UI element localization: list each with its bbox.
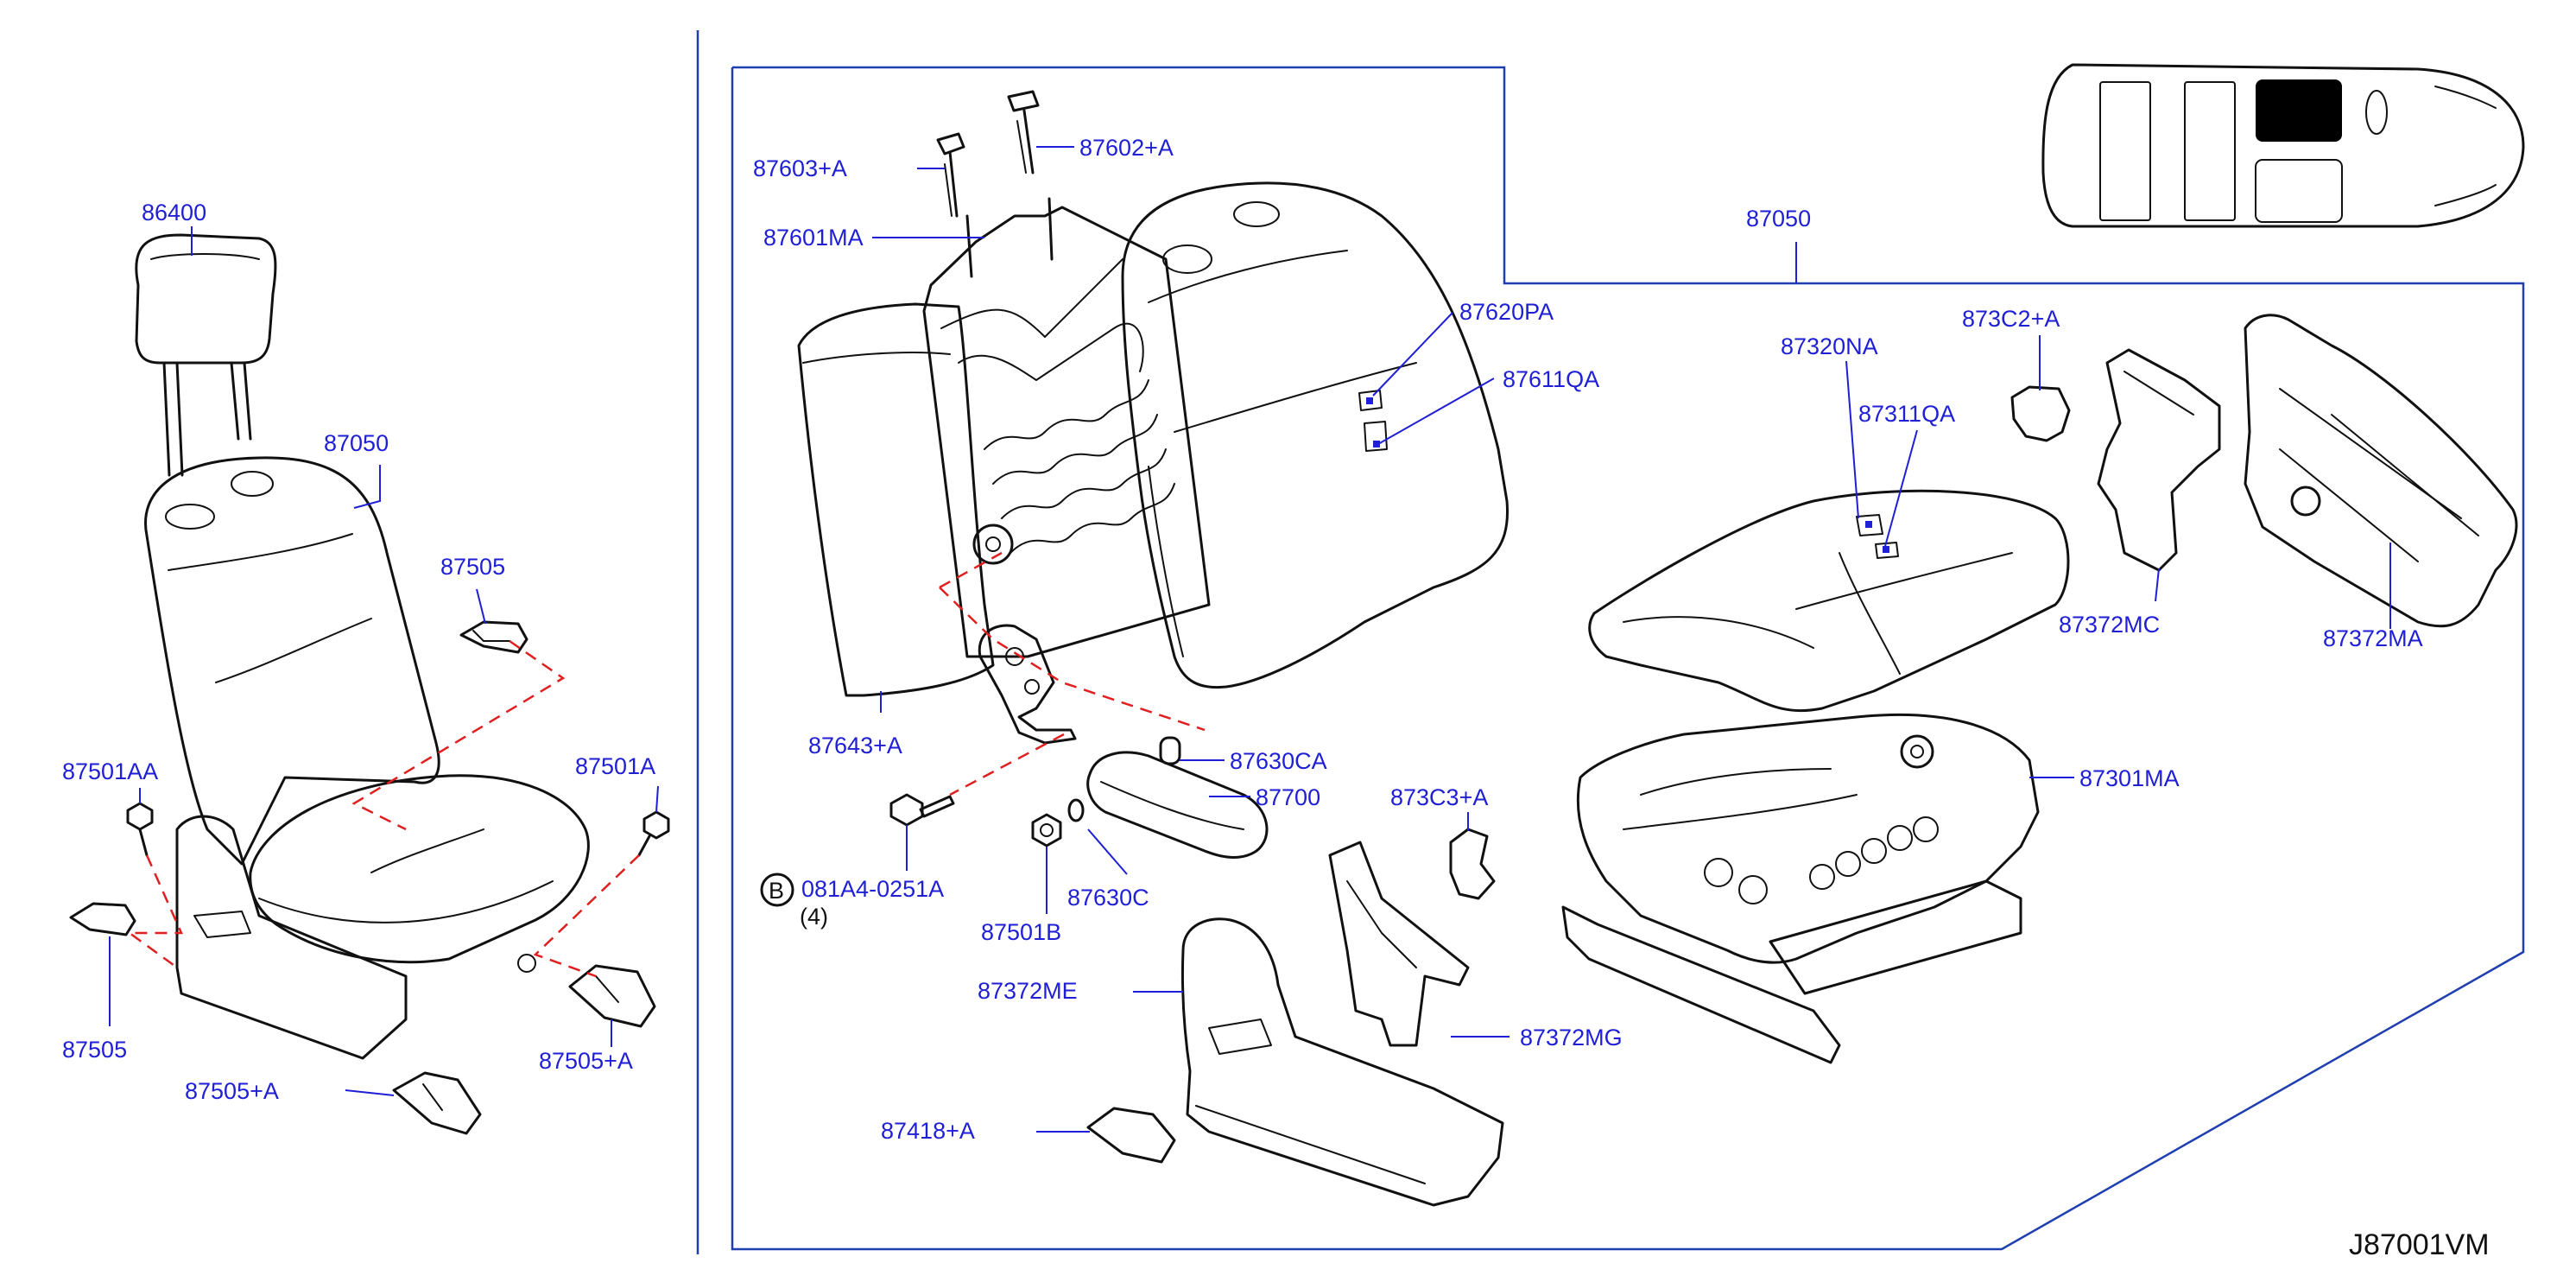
- clip-87320NA-tab[interactable]: [1856, 514, 1883, 536]
- bolt-87501A[interactable]: [637, 810, 670, 857]
- label-87301MA[interactable]: 87301MA: [2079, 765, 2180, 791]
- diagram-code: J87001VM: [2349, 1228, 2490, 1261]
- seat-frame-87301MA[interactable]: [1561, 714, 2040, 1064]
- label-86400[interactable]: 86400: [142, 200, 206, 225]
- highlighted-seat-marker: [2256, 79, 2342, 142]
- clip-87505A-bottom[interactable]: [392, 1071, 482, 1135]
- assembly-87050-frame: [731, 66, 2525, 1251]
- pin-87603A[interactable]: [936, 132, 965, 218]
- label-87311QA[interactable]: 87311QA: [1858, 401, 1955, 427]
- label-87603A[interactable]: 87603+A: [753, 155, 847, 181]
- seat-cushion-87320NA[interactable]: [1588, 489, 2070, 713]
- seatback-frame-87601MA[interactable]: [922, 197, 1211, 658]
- bolt-081A4[interactable]: [889, 793, 955, 827]
- clip-87311QA[interactable]: [1875, 542, 1899, 559]
- bolt-badge: [760, 873, 794, 907]
- grommet-87630CA[interactable]: [1159, 736, 1181, 765]
- label-87505A-right[interactable]: 87505+A: [539, 1048, 633, 1074]
- washer-87630C[interactable]: [1067, 798, 1085, 822]
- label-87700[interactable]: 87700: [1256, 784, 1320, 810]
- clip-87505-top[interactable]: [459, 620, 528, 654]
- cover-87372MA[interactable]: [2244, 314, 2518, 628]
- label-873C2A[interactable]: 873C2+A: [1962, 306, 2060, 332]
- armrest-87700[interactable]: [1086, 751, 1269, 859]
- label-87501A[interactable]: 87501A: [575, 753, 655, 779]
- nut-87501B[interactable]: [1031, 813, 1062, 847]
- clip-87418A[interactable]: [1086, 1107, 1176, 1164]
- label-87501B[interactable]: 87501B: [981, 919, 1061, 945]
- headrest-86400[interactable]: [135, 233, 277, 477]
- bracket-873C3A[interactable]: [1449, 828, 1496, 900]
- label-87050-right[interactable]: 87050: [1746, 206, 1811, 232]
- clip-87620PA[interactable]: [1358, 390, 1383, 411]
- vehicle-top-view-icon: [2041, 63, 2525, 228]
- guide-line: [939, 587, 1206, 732]
- label-87611QA[interactable]: 87611QA: [1503, 366, 1599, 392]
- label-87050-left[interactable]: 87050: [324, 430, 389, 456]
- clip-87505-bottom[interactable]: [69, 902, 136, 936]
- guide-line: [949, 733, 1065, 796]
- recliner-bracket-87643A[interactable]: [978, 624, 1077, 745]
- label-87602A[interactable]: 87602+A: [1079, 135, 1174, 161]
- label-87372MC[interactable]: 87372MC: [2059, 612, 2160, 638]
- guide-line: [351, 639, 566, 831]
- bolt-badge-letter: B: [769, 878, 784, 904]
- label-87372MG[interactable]: 87372MG: [1520, 1025, 1623, 1050]
- label-87643A[interactable]: 87643+A: [808, 733, 902, 758]
- guide-line: [533, 854, 640, 978]
- label-87501AA[interactable]: 87501AA: [62, 758, 158, 784]
- cover-87372MG[interactable]: [1328, 841, 1470, 1047]
- label-87620PA[interactable]: 87620PA: [1459, 299, 1554, 325]
- label-081A4-qty: (4): [800, 904, 828, 930]
- seatback-cover[interactable]: [1121, 181, 1510, 689]
- label-87505A-bottom[interactable]: 87505+A: [185, 1078, 279, 1104]
- bolt-87501AA[interactable]: [126, 802, 154, 857]
- side-shield-87372ME[interactable]: [1180, 917, 1504, 1207]
- label-87601MA[interactable]: 87601MA: [763, 225, 864, 251]
- label-87505-bottom[interactable]: 87505: [62, 1037, 127, 1063]
- label-873C3A[interactable]: 873C3+A: [1390, 784, 1488, 810]
- cover-87372MC[interactable]: [2097, 348, 2221, 572]
- guide-line: [126, 854, 183, 969]
- label-87320NA[interactable]: 87320NA: [1781, 333, 1878, 359]
- label-87372ME[interactable]: 87372ME: [978, 978, 1078, 1004]
- label-87630C[interactable]: 87630C: [1067, 885, 1149, 911]
- label-87505-top[interactable]: 87505: [440, 554, 505, 580]
- label-87418A[interactable]: 87418+A: [881, 1118, 975, 1144]
- label-87372MA[interactable]: 87372MA: [2323, 625, 2423, 651]
- label-87630CA[interactable]: 87630CA: [1230, 748, 1327, 774]
- seat-assembly-87050[interactable]: [144, 456, 590, 1060]
- pin-87602A[interactable]: [1007, 90, 1040, 175]
- label-081A4[interactable]: 081A4-0251A: [801, 876, 944, 902]
- bracket-873C2A[interactable]: [2010, 385, 2071, 442]
- clip-87611QA[interactable]: [1364, 421, 1388, 452]
- guide-line: [939, 551, 1003, 589]
- clip-87505A-right[interactable]: [568, 964, 656, 1028]
- seatback-pad-87643A[interactable]: [797, 302, 995, 697]
